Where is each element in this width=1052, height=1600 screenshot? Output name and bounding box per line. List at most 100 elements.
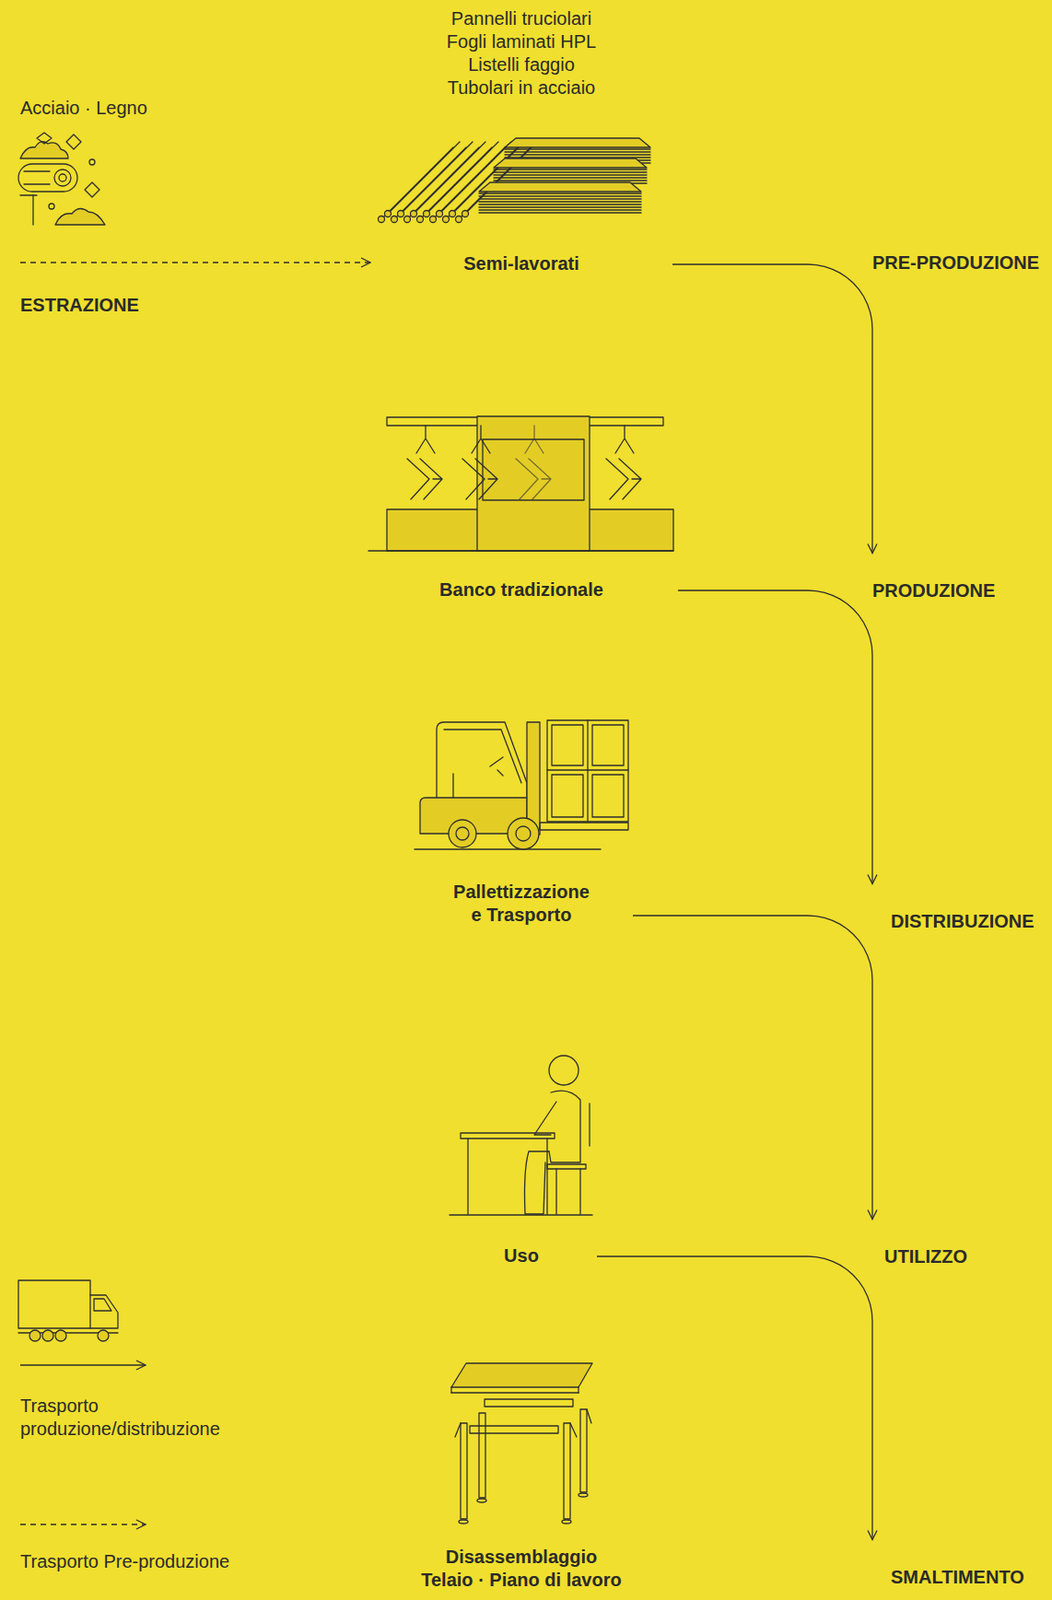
extraction-icon-stroke <box>36 132 52 144</box>
phase-label-box: PRE-PRODUZIONE <box>872 251 1040 275</box>
seated-person-stroke <box>588 1103 590 1146</box>
truck-icon-stroke <box>93 1298 112 1311</box>
semi-finished-illustration-stroke <box>404 216 411 223</box>
exploded-table-stroke <box>586 1409 592 1424</box>
semi-finished-illustration-stroke <box>430 216 437 223</box>
material-item: Listelli faggio <box>374 53 669 77</box>
flow-connector <box>596 1256 873 1541</box>
truck-icon-stroke <box>97 1330 109 1342</box>
forklift-stroke <box>448 819 477 848</box>
semi-finished-illustration-stroke <box>455 216 463 223</box>
forklift-stroke <box>515 826 531 842</box>
seated-person-stroke <box>579 1168 581 1215</box>
truck-icon-stroke <box>90 1295 118 1329</box>
semi-finished-illustration-stroke <box>479 182 642 192</box>
semi-finished-illustration-stroke <box>449 210 456 218</box>
workbench-machine-stroke <box>606 425 642 500</box>
material-item: Disassemblaggio <box>420 1545 621 1569</box>
seated-person-stroke <box>549 1090 581 1163</box>
workbench-machine <box>368 416 674 551</box>
truck-icon <box>18 1280 118 1342</box>
phase-label-box: PRODUZIONE <box>872 579 995 603</box>
semi-finished-illustration-stroke <box>423 210 431 218</box>
exploded-table-stroke <box>578 1493 588 1497</box>
forklift-stroke <box>455 827 469 841</box>
stage-label: SMALTIMENTO <box>890 1566 1025 1590</box>
stage-label: Banco tradizionale <box>368 578 675 602</box>
forklift-stroke <box>551 724 584 766</box>
forklift-stroke <box>592 774 624 818</box>
material-item: Tubolari in acciaio <box>374 76 669 100</box>
semi-finished-illustration-stroke <box>479 198 642 199</box>
workbench-machine-stroke <box>462 425 498 500</box>
exploded-table-stroke <box>451 1363 593 1388</box>
workbench-machine-stroke <box>482 439 585 501</box>
seated-person-stroke <box>549 1055 579 1086</box>
semi-finished-illustration-stroke <box>378 216 386 223</box>
stage-label: Semi-lavorati <box>374 252 669 276</box>
semi-finished-illustration-stroke <box>479 195 642 197</box>
forklift <box>414 720 629 850</box>
exploded-table-stroke <box>561 1519 572 1524</box>
stage-label: Uso <box>449 1244 594 1268</box>
forklift-stroke <box>539 822 629 830</box>
forklift-stroke <box>414 848 601 850</box>
extraction-icon-stroke <box>32 195 34 225</box>
exploded-table-stroke <box>450 1387 452 1393</box>
semi-finished-illustration-stroke <box>462 210 469 218</box>
material-item: Fogli laminati HPL <box>374 30 669 54</box>
stage-label: DISTRIBUZIONE <box>890 910 1035 934</box>
stage-label: Pallettizzazione e Trasporto <box>449 880 594 927</box>
extraction-icon-stroke <box>23 183 50 185</box>
phase-label-box: DISTRIBUZIONE <box>890 910 1035 934</box>
forklift-stroke <box>547 720 629 822</box>
semi-finished-illustration-stroke <box>479 206 642 208</box>
exploded-table-stroke <box>451 1391 579 1393</box>
phase-label: ESTRAZIONE <box>20 293 140 317</box>
legend-text: Trasporto produzione/distribuzione <box>20 1394 260 1441</box>
semi-finished-illustration-stroke <box>493 168 647 170</box>
semi-finished-illustration-stroke <box>479 192 642 194</box>
semi-finished-illustration-stroke <box>493 176 647 178</box>
truck-icon-stroke <box>42 1330 54 1342</box>
extraction-icon-stroke <box>18 163 78 192</box>
legend-sample <box>20 1364 146 1366</box>
semi-finished-illustration <box>378 138 652 223</box>
phase-label-box: SMALTIMENTO <box>890 1566 1025 1590</box>
exploded-table-stroke <box>460 1423 468 1520</box>
seated-person-stroke <box>534 1101 557 1135</box>
stage-box: Uso <box>449 1051 594 1268</box>
extraction-icon-stroke <box>54 169 71 187</box>
semi-finished-illustration-stroke <box>479 200 642 202</box>
extraction-icon-stroke <box>89 159 95 165</box>
truck-icon-stroke <box>18 1280 91 1329</box>
forklift-stroke <box>453 773 480 800</box>
truck-icon-stroke <box>29 1330 41 1342</box>
exploded-table-stroke <box>580 1409 587 1493</box>
seated-person-stroke <box>460 1133 555 1139</box>
forklift-stroke <box>436 722 527 802</box>
extraction-icon-stroke <box>48 203 55 210</box>
semi-finished-illustration-stroke <box>410 210 418 218</box>
semi-finished-illustration-stroke <box>479 211 642 213</box>
forklift-stroke <box>507 818 539 850</box>
semi-finished-illustration-stroke <box>385 210 392 218</box>
stage-label: PRODUZIONE <box>872 579 995 603</box>
phase-label-box: UTILIZZO <box>884 1245 968 1269</box>
exploded-table-stroke <box>469 1426 559 1434</box>
exploded-table-stroke <box>458 1519 468 1524</box>
stage-label: PRE-PRODUZIONE <box>872 251 1040 275</box>
flow-connector <box>672 264 873 554</box>
semi-finished-illustration-stroke <box>443 216 450 223</box>
exploded-table <box>451 1363 593 1524</box>
material-item: Pannelli truciolari <box>374 7 669 31</box>
truck-icon-stroke <box>55 1330 67 1342</box>
exploded-table-stroke <box>484 1399 573 1407</box>
legend-sample <box>20 1523 146 1525</box>
semi-finished-illustration-stroke <box>397 210 405 218</box>
seated-person-stroke <box>546 1138 548 1215</box>
forklift-stroke <box>592 724 624 766</box>
